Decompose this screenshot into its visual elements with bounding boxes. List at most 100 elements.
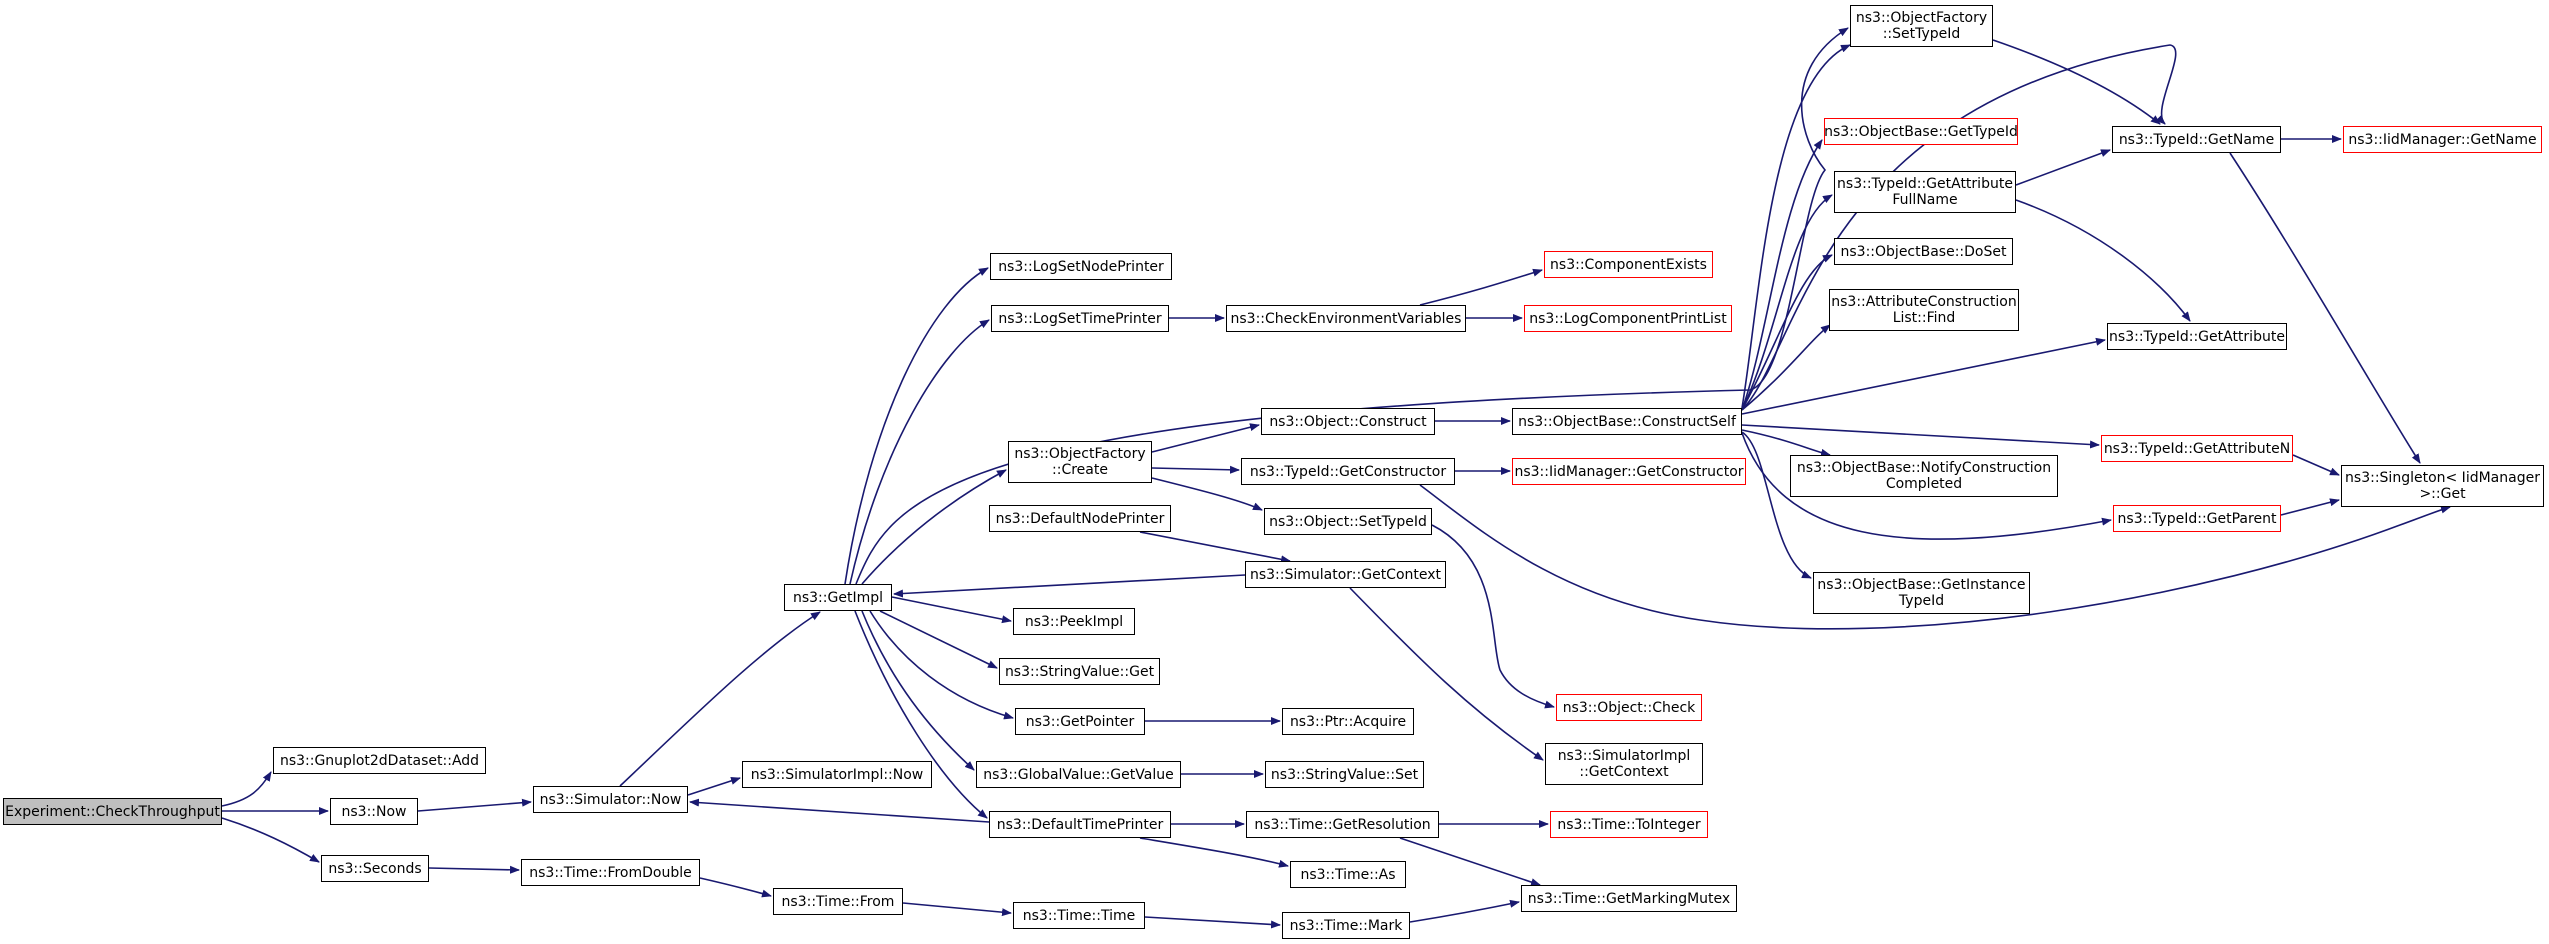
- node-label: ns3::LogSetTimePrinter: [998, 310, 1162, 327]
- node-time-mark[interactable]: ns3::Time::Mark: [1282, 912, 1410, 939]
- node-object-construct[interactable]: ns3::Object::Construct: [1261, 408, 1435, 435]
- node-logsetnodeprinter[interactable]: ns3::LogSetNodePrinter: [990, 253, 1172, 280]
- node-stringvalue-set[interactable]: ns3::StringValue::Set: [1265, 761, 1424, 788]
- node-time-fromdouble[interactable]: ns3::Time::FromDouble: [521, 859, 700, 886]
- edge-time-time-to-time-mark: [1144, 916, 1281, 929]
- node-getimpl[interactable]: ns3::GetImpl: [784, 584, 892, 611]
- edge-now-to-simulator-now: [417, 798, 532, 812]
- node-iidmanager-getconstructor[interactable]: ns3::IidManager::GetConstructor: [1512, 458, 1746, 485]
- edge-typeid-getattributefullname-to-typeid-getname: [2015, 149, 2111, 186]
- node-gnuplot2d-dataset-add[interactable]: ns3::Gnuplot2dDataset::Add: [273, 747, 486, 774]
- node-time-as[interactable]: ns3::Time::As: [1290, 861, 1406, 888]
- node-label-line-2: ::SetTypeId: [1882, 26, 1961, 42]
- node-defaulttimeprinter[interactable]: ns3::DefaultTimePrinter: [989, 811, 1171, 838]
- node-time-getresolution[interactable]: ns3::Time::GetResolution: [1246, 811, 1439, 838]
- edge-getimpl-to-peekimpl: [891, 596, 1012, 624]
- node-label: ns3::ObjectBase::GetTypeId: [1824, 123, 2018, 140]
- edge-constructself-to-objectbase-gettypeid: [1741, 139, 1823, 411]
- node-now[interactable]: ns3::Now: [330, 798, 418, 825]
- edge-typeid-getname-to-singleton-get: [2229, 152, 2421, 464]
- node-typeid-getattributen[interactable]: ns3::TypeId::GetAttributeN: [2101, 435, 2293, 462]
- node-label-line-1: ns3::ObjectBase::GetInstance: [1817, 577, 2026, 593]
- edge-getimpl-to-logsettimeprinter: [849, 319, 990, 585]
- node-label-line-1: ns3::ObjectFactory: [1014, 446, 1146, 462]
- node-globalvalue-getvalue[interactable]: ns3::GlobalValue::GetValue: [976, 761, 1181, 788]
- node-label: Experiment::CheckThroughput: [5, 803, 220, 820]
- edge-checkenv-to-componentexists: [1419, 268, 1543, 306]
- node-simulatorimpl-getcontext[interactable]: ns3::SimulatorImpl::GetContext: [1545, 743, 1703, 785]
- edge-constructself-to-typeid-getattribute: [1741, 337, 2106, 415]
- node-label: ns3::Time::GetResolution: [1254, 816, 1431, 833]
- node-label-line-2: ::Create: [1052, 462, 1108, 478]
- node-object-check[interactable]: ns3::Object::Check: [1556, 694, 1702, 721]
- node-label-line-2: ::GetContext: [1579, 764, 1669, 780]
- node-label: ns3::SimulatorImpl::Now: [750, 766, 924, 783]
- node-objectbase-gettypeid[interactable]: ns3::ObjectBase::GetTypeId: [1824, 118, 2018, 145]
- node-object-settypeid[interactable]: ns3::Object::SetTypeId: [1264, 508, 1432, 535]
- edge-simulator-now-to-getimpl: [619, 611, 821, 787]
- edge-getimpl-to-objectfactory-create: [861, 469, 1007, 585]
- node-time-getmarkingmutex[interactable]: ns3::Time::GetMarkingMutex: [1521, 885, 1737, 912]
- edge-defaulttimeprinter-to-time-as: [1139, 837, 1289, 868]
- node-label: ns3::GetPointer: [1025, 713, 1135, 730]
- node-time-time[interactable]: ns3::Time::Time: [1013, 902, 1145, 929]
- node-logsettimeprinter[interactable]: ns3::LogSetTimePrinter: [991, 305, 1169, 332]
- node-checkenvironmentvariables[interactable]: ns3::CheckEnvironmentVariables: [1226, 305, 1466, 332]
- node-label-line-1: ns3::ObjectFactory: [1855, 10, 1988, 26]
- node-objectbase-doset[interactable]: ns3::ObjectBase::DoSet: [1834, 238, 2013, 265]
- node-typeid-getparent[interactable]: ns3::TypeId::GetParent: [2113, 505, 2281, 532]
- node-defaultnodeprinter[interactable]: ns3::DefaultNodePrinter: [989, 505, 1171, 532]
- node-iidmanager-getname[interactable]: ns3::IidManager::GetName: [2343, 126, 2542, 153]
- edge-constructself-to-objectfactory-settypeid: [1741, 44, 1851, 409]
- node-seconds[interactable]: ns3::Seconds: [321, 855, 429, 882]
- node-label: ns3::Time::Mark: [1289, 917, 1403, 934]
- node-typeid-getname[interactable]: ns3::TypeId::GetName: [2112, 126, 2281, 153]
- node-label-line-2: Completed: [1885, 476, 1963, 492]
- edge-defaultnodeprinter-to-simulator-getcontext: [1139, 531, 1291, 564]
- node-label: ns3::Ptr::Acquire: [1289, 713, 1407, 730]
- node-label: ns3::ComponentExists: [1550, 256, 1707, 273]
- node-objectfactory-settypeid[interactable]: ns3::ObjectFactory::SetTypeId: [1850, 5, 1993, 47]
- edge-object-settypeid-to-object-check: [1431, 524, 1555, 709]
- node-label: ns3::TypeId::GetConstructor: [1249, 463, 1447, 480]
- node-stringvalue-get[interactable]: ns3::StringValue::Get: [999, 658, 1160, 685]
- edge-getimpl-to-stringvalue-get: [879, 610, 998, 669]
- node-singleton-iidmanager-get[interactable]: ns3::Singleton< IidManager>::Get: [2341, 465, 2544, 507]
- edge-getimpl-to-getpointer: [869, 610, 1014, 720]
- edge-simulator-now-to-simulatorimpl-now: [687, 776, 741, 796]
- node-label: ns3::TypeId::GetAttribute: [2109, 328, 2285, 345]
- node-label: ns3::Time::GetMarkingMutex: [1527, 890, 1731, 907]
- node-label: ns3::TypeId::GetAttributeN: [2103, 440, 2291, 457]
- edge-constructself-to-objectbase-doset: [1741, 254, 1833, 411]
- node-getpointer[interactable]: ns3::GetPointer: [1015, 708, 1145, 735]
- node-label: ns3::Now: [341, 803, 407, 820]
- node-simulatorimpl-now[interactable]: ns3::SimulatorImpl::Now: [742, 761, 932, 788]
- edge-constructself-to-typeid-getattributefullname: [1741, 194, 1833, 411]
- edge-constructself-to-typeid-getname: [1741, 44, 2177, 411]
- edge-constructself-to-typeid-getattributen: [1741, 424, 2100, 449]
- node-label: ns3::Time::As: [1300, 866, 1396, 883]
- node-time-from[interactable]: ns3::Time::From: [773, 888, 903, 915]
- node-time-tointeger[interactable]: ns3::Time::ToInteger: [1550, 811, 1708, 838]
- node-objectfactory-create[interactable]: ns3::ObjectFactory::Create: [1008, 441, 1152, 483]
- node-typeid-getconstructor[interactable]: ns3::TypeId::GetConstructor: [1241, 458, 1455, 485]
- node-label-line-2: TypeId: [1898, 593, 1945, 609]
- node-peekimpl[interactable]: ns3::PeekImpl: [1013, 608, 1135, 635]
- node-objectbase-constructself[interactable]: ns3::ObjectBase::ConstructSelf: [1512, 408, 1742, 435]
- edge-defaulttimeprinter-to-simulator-now: [689, 798, 990, 823]
- edge-simulator-getcontext-to-getimpl: [893, 574, 1246, 598]
- node-label: ns3::LogComponentPrintList: [1529, 310, 1727, 327]
- edge-checkthroughput-to-gnuplot-add: [221, 771, 272, 807]
- node-ptr-acquire[interactable]: ns3::Ptr::Acquire: [1282, 708, 1414, 735]
- node-logcomponentprintlist[interactable]: ns3::LogComponentPrintList: [1524, 305, 1732, 332]
- node-label: ns3::Time::FromDouble: [529, 864, 692, 881]
- node-simulator-now[interactable]: ns3::Simulator::Now: [533, 786, 688, 813]
- node-typeid-getattribute[interactable]: ns3::TypeId::GetAttribute: [2107, 323, 2287, 350]
- node-simulator-getcontext[interactable]: ns3::Simulator::GetContext: [1245, 561, 1446, 588]
- node-componentexists[interactable]: ns3::ComponentExists: [1544, 251, 1713, 278]
